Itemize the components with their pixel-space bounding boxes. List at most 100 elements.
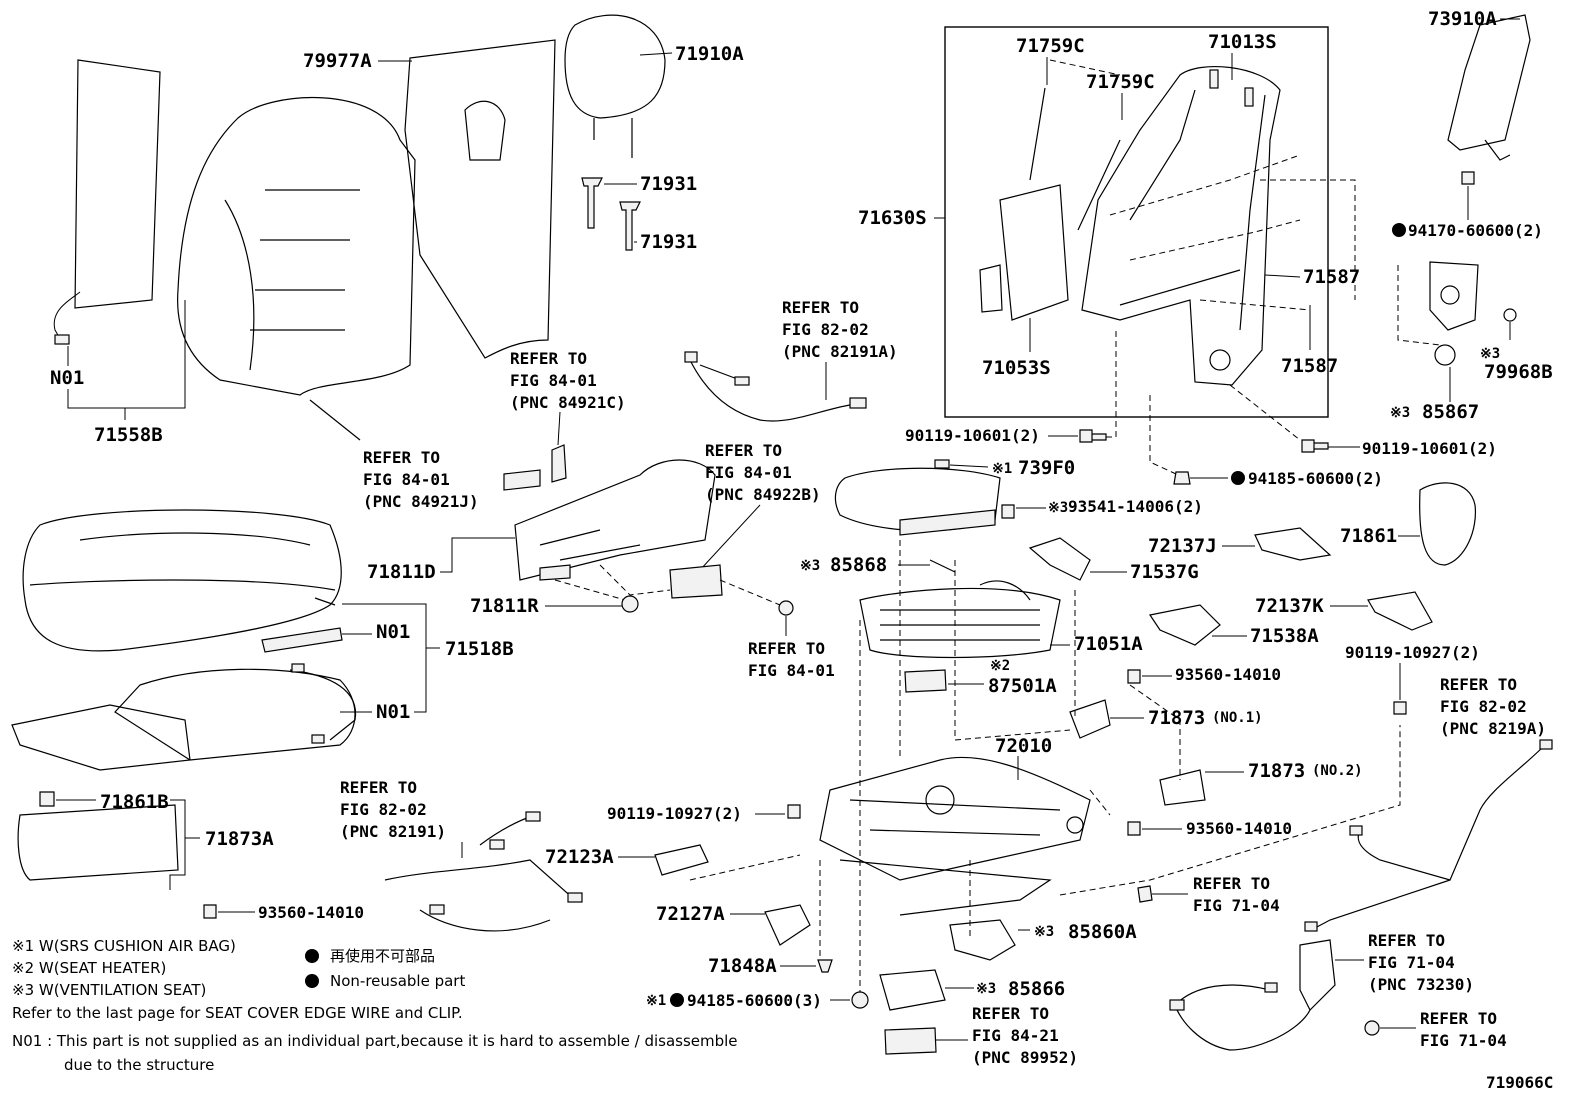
bolt-90119-10927-right <box>1393 701 1407 715</box>
nut-71811r <box>621 595 639 613</box>
dash-frame-5 <box>1049 59 1121 76</box>
part-71873-no2-label: 71873 <box>1248 760 1305 782</box>
part-85866-label: 85866 <box>1008 978 1065 1000</box>
svg-text:REFER TO: REFER TO <box>972 1004 1049 1023</box>
part-71873-no1-label: 71873 <box>1148 707 1205 729</box>
nut-7104b <box>1364 1020 1380 1036</box>
ref-8219a: REFER TO FIG 82-02 (PNC 8219A) <box>1440 675 1546 738</box>
part-71051a-label: 71051A <box>1074 633 1143 655</box>
module-89952 <box>884 1027 937 1055</box>
kome3-85860a: ※3 <box>1034 924 1054 940</box>
cover-72123a <box>654 844 709 876</box>
kome3-85866: ※3 <box>976 981 996 997</box>
cover-72137j <box>1254 527 1332 561</box>
duct-85868 <box>929 559 956 573</box>
kome1-94185-3: ※1 <box>646 993 666 1009</box>
leader-71558b <box>67 300 186 420</box>
part-71811r-label: 71811R <box>470 595 539 617</box>
dash-shield-1 <box>599 564 671 596</box>
part-71931-label-1: 71931 <box>640 173 697 195</box>
kome3-79968b: ※3 <box>1480 346 1500 362</box>
part-79977a-label: 79977A <box>303 50 372 72</box>
seat-cushion-spring <box>859 580 1061 659</box>
diagram-code: 719066C <box>1486 1073 1553 1092</box>
part-71931-label-2: 71931 <box>640 231 697 253</box>
svg-text:(PNC 84921C): (PNC 84921C) <box>510 393 626 412</box>
part-71759c-label-1: 71759C <box>1016 35 1085 57</box>
duct-85866 <box>879 969 946 1011</box>
part-90119-10927-label-right: 90119-10927(2) <box>1345 643 1480 662</box>
n01-label-b: N01 <box>376 701 410 723</box>
dash-90119-10601-1 <box>1106 330 1117 438</box>
seat-back-frame-box <box>944 26 1329 418</box>
svg-text:REFER TO: REFER TO <box>1420 1009 1497 1028</box>
bracket-71873-no2 <box>1159 769 1206 806</box>
cover-72127a <box>764 904 811 946</box>
leader-71811d <box>440 537 515 573</box>
kome2-87501a: ※2 <box>990 658 1010 674</box>
bolt-90119-10927-left <box>787 804 801 819</box>
part-85867-label: 85867 <box>1422 401 1479 423</box>
svg-text:FIG 84-21: FIG 84-21 <box>972 1026 1059 1045</box>
legend-japanese: 再使用不可部品 <box>330 947 435 965</box>
note-n01-line1: N01 : This part is not supplied as an in… <box>12 1032 738 1050</box>
svg-text:FIG 84-01: FIG 84-01 <box>510 371 597 390</box>
screw-93560-a <box>1127 669 1141 684</box>
headrest <box>564 14 666 158</box>
ref-7104a: REFER TO FIG 71-04 <box>1193 874 1280 915</box>
switch-84921c <box>551 444 567 483</box>
seat-belt-buckle <box>1169 939 1336 1051</box>
part-71518b-label: 71518B <box>445 638 514 660</box>
part-71861-label: 71861 <box>1340 525 1397 547</box>
svg-text:FIG 71-04: FIG 71-04 <box>1193 896 1280 915</box>
leader-71910a <box>639 52 673 56</box>
wire-harness-82191 <box>384 811 583 932</box>
dash-94185 <box>1149 395 1177 475</box>
part-72137k-label: 72137K <box>1255 595 1324 617</box>
switch-84921j <box>503 469 541 491</box>
dash-center-10 <box>1089 789 1111 816</box>
part-71873a-label: 71873A <box>205 828 274 850</box>
seat-lower-side-cover <box>17 791 179 881</box>
part-71538a-label: 71538A <box>1250 625 1319 647</box>
screw-8401 <box>778 600 794 616</box>
cover-71538a <box>1149 604 1221 646</box>
part-71013s-label: 71013S <box>1208 31 1277 53</box>
lumbar-support <box>979 87 1121 321</box>
part-71759c-label-2: 71759C <box>1086 71 1155 93</box>
leader-71587-1 <box>1264 274 1301 278</box>
seat-cushion-pad-airbag <box>834 459 1001 536</box>
ref-89952: REFER TO FIG 84-21 (PNC 89952) <box>972 1004 1078 1067</box>
part-90119-10601-label-1: 90119-10601(2) <box>905 426 1040 445</box>
svg-text:REFER TO: REFER TO <box>782 298 859 317</box>
legend-dot-en <box>305 974 319 988</box>
part-71587-label-1: 71587 <box>1303 266 1360 288</box>
part-90119-10601-label-2: 90119-10601(2) <box>1362 439 1497 458</box>
seat-side-shield <box>514 459 716 581</box>
bracket-71873-no1 <box>1069 699 1111 739</box>
wire-harness-8219a <box>1304 739 1553 932</box>
dash-center-7 <box>689 854 801 881</box>
leader-739f0 <box>949 464 989 468</box>
screw-93560-c <box>203 904 217 919</box>
part-71587-label-2: 71587 <box>1281 355 1338 377</box>
part-71848a-label: 71848A <box>708 955 777 977</box>
svg-text:FIG 84-01: FIG 84-01 <box>363 470 450 489</box>
screw-93541 <box>1001 504 1015 519</box>
non-reusable-dot-94170 <box>1392 223 1406 237</box>
part-71537g-label: 71537G <box>1130 561 1199 583</box>
nut-7104a <box>1137 885 1153 903</box>
kome3-85867: ※3 <box>1390 405 1410 421</box>
nut-94185-60600 <box>1173 471 1191 485</box>
leader-71518b <box>342 603 440 713</box>
part-71053s-label: 71053S <box>982 357 1051 379</box>
clip-71848a <box>817 959 833 973</box>
clip-94170 <box>1461 171 1475 185</box>
dash-center-9 <box>1129 684 1181 780</box>
legend-english: Non-reusable part <box>330 972 465 990</box>
dash-frame-2 <box>1109 154 1301 216</box>
svg-text:REFER TO: REFER TO <box>1193 874 1270 893</box>
part-79968b-label: 79968B <box>1484 361 1553 383</box>
dash-center-8 <box>1059 725 1401 896</box>
